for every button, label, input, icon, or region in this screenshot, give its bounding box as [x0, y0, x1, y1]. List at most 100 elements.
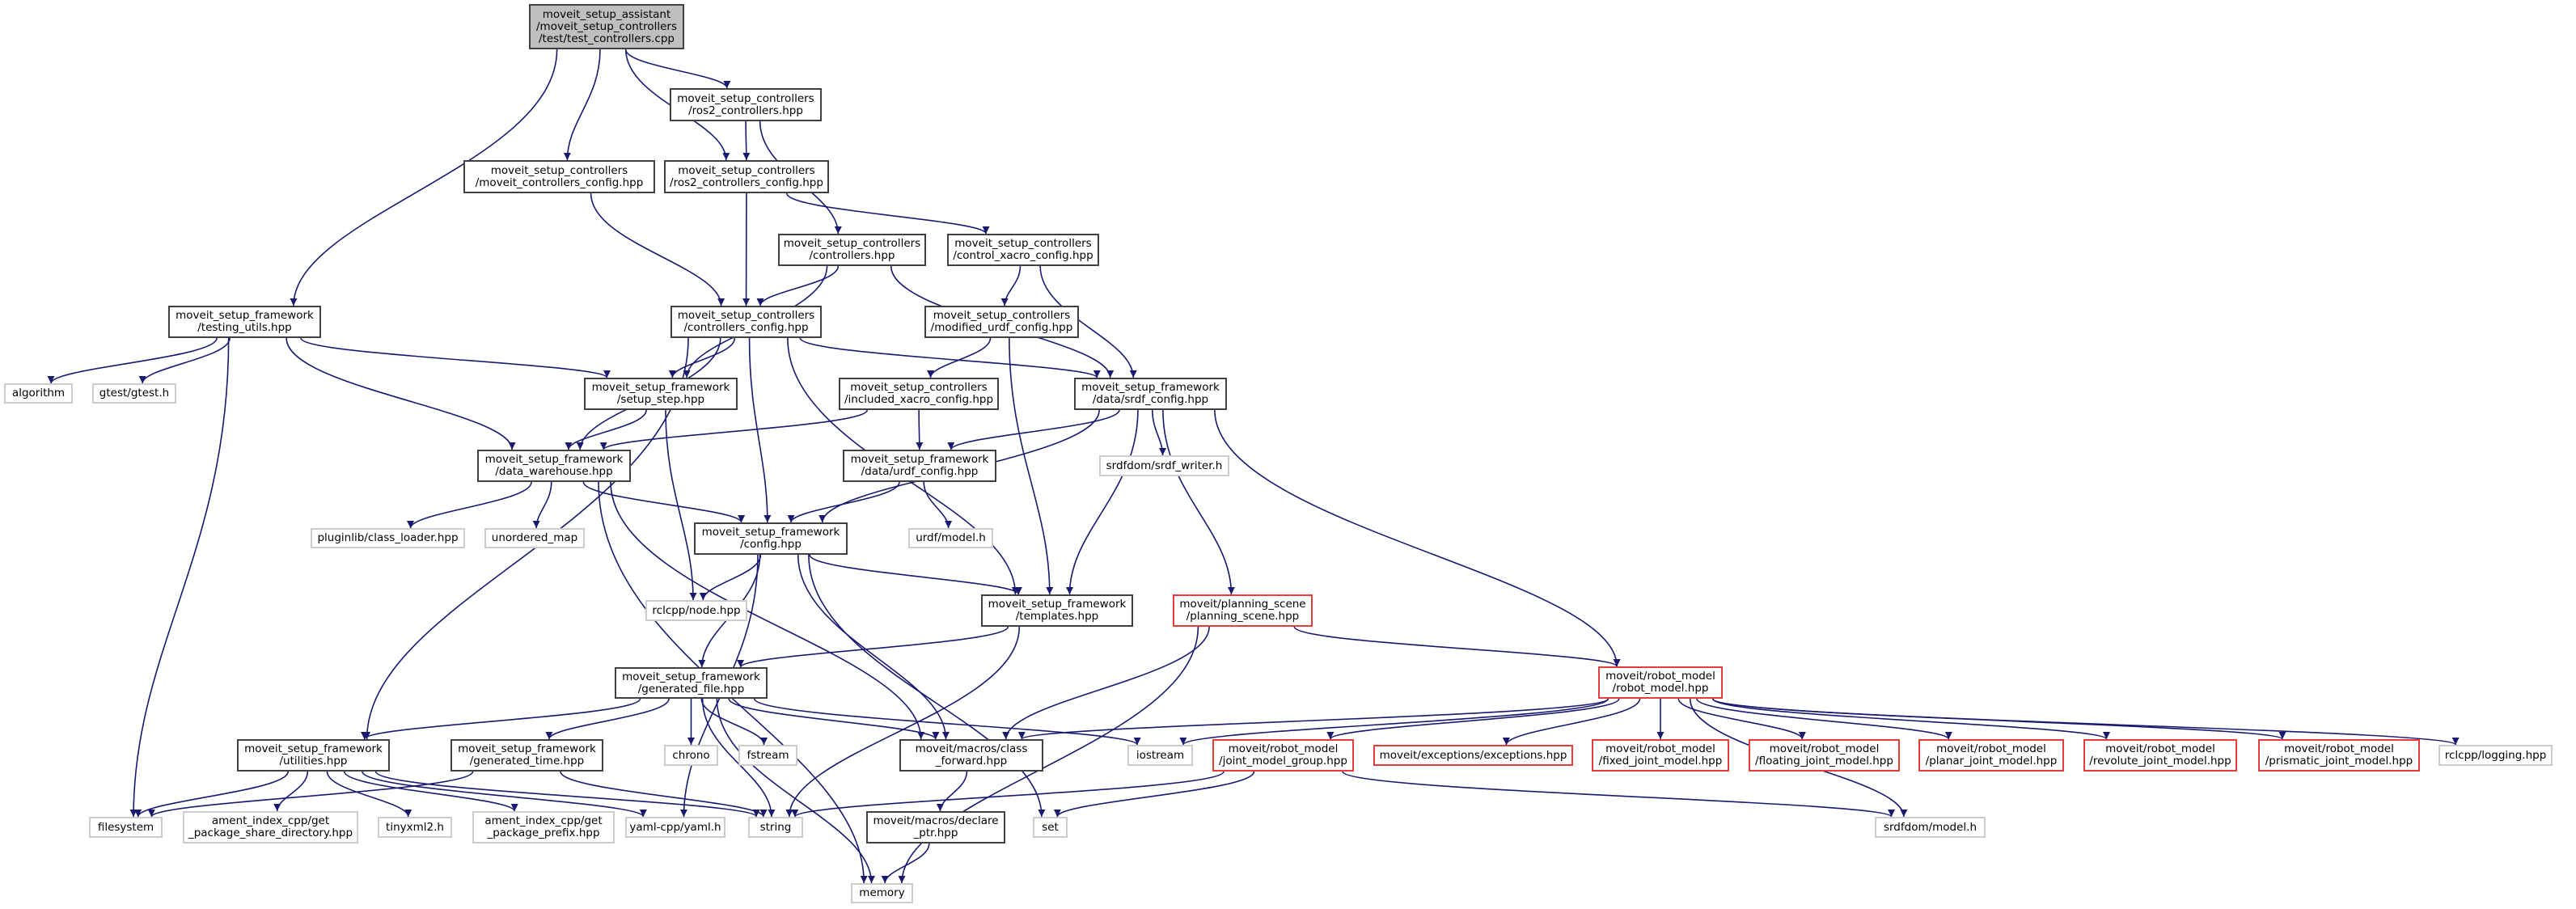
node-label-line: moveit_setup_framework: [458, 742, 596, 755]
node-string: string: [748, 817, 803, 838]
edge-robot-model-to-revolute-joint-model: [1711, 698, 2110, 740]
node-label-line: srdfdom/srdf_writer.h: [1106, 459, 1223, 472]
node-label-line: /moveit_setup_controllers: [536, 19, 677, 33]
node-label-line: moveit/exceptions/exceptions.hpp: [1379, 748, 1567, 762]
node-gtest: gtest/gtest.h: [92, 383, 176, 404]
node-label-line: filesystem: [97, 820, 154, 834]
node-unordered-map: unordered_map: [484, 528, 585, 548]
node-config[interactable]: moveit_setup_framework/config.hpp: [694, 522, 848, 555]
node-label-line: gtest/gtest.h: [99, 387, 170, 400]
node-label-line: /controllers.hpp: [809, 249, 895, 262]
node-filesystem: filesystem: [89, 817, 163, 838]
node-moveit-controllers-config[interactable]: moveit_setup_controllers/moveit_controll…: [463, 160, 655, 193]
node-label-line: urdf/model.h: [916, 531, 986, 544]
node-fstream: fstream: [738, 745, 797, 766]
node-ament-prefix: ament_index_cpp/get_package_prefix.hpp: [472, 811, 615, 843]
edge-urdf-config-to-urdf-model: [923, 481, 953, 529]
edge-utilities-to-yaml: [362, 771, 647, 818]
node-ros2-controllers-config[interactable]: moveit_setup_controllers/ros2_controller…: [664, 160, 829, 193]
node-revolute-joint-model[interactable]: moveit/robot_model/revolute_joint_model.…: [2083, 739, 2237, 772]
node-srdf-config[interactable]: moveit_setup_framework/data/srdf_config.…: [1074, 378, 1227, 410]
node-class-forward[interactable]: moveit/macros/class_forward.hpp: [899, 739, 1043, 772]
edge-robot-model-to-prismatic-joint-model: [1711, 698, 2286, 740]
node-utilities[interactable]: moveit_setup_framework/utilities.hpp: [237, 739, 390, 772]
node-label-line: moveit/macros/declare: [873, 814, 999, 827]
node-declare-ptr[interactable]: moveit/macros/declare_ptr.hpp: [866, 811, 1005, 843]
node-prismatic-joint-model[interactable]: moveit/robot_model/prismatic_joint_model…: [2258, 739, 2420, 772]
node-controllers-config[interactable]: moveit_setup_controllers/controllers_con…: [670, 306, 822, 338]
node-generated-time[interactable]: moveit_setup_framework/generated_time.hp…: [450, 739, 603, 772]
node-label-line: moveit/robot_model: [1769, 742, 1880, 755]
edge-robot-model-to-class-forward: [1018, 698, 1609, 740]
edge-generated-file-to-utilities: [361, 698, 641, 740]
node-rclcpp-logging: rclcpp/logging.hpp: [2439, 745, 2553, 766]
edge-robot-model-to-rclcpp-logging: [1711, 698, 2460, 746]
edge-generated-file-to-string: [701, 698, 776, 818]
node-label-line: /modified_urdf_config.hpp: [930, 321, 1073, 334]
edge-ros2-controllers-config-to-control-xacro-config: [786, 192, 990, 235]
edge-generated-file-to-generated-time: [545, 698, 670, 740]
node-label-line: /generated_time.hpp: [469, 755, 585, 767]
edge-generated-time-to-string: [560, 771, 768, 818]
edge-included-xacro-config-to-data-warehouse: [599, 409, 869, 450]
node-setup-step[interactable]: moveit_setup_framework/setup_step.hpp: [584, 378, 738, 410]
edge-generated-file-to-memory: [716, 698, 875, 884]
edge-robot-model-to-exceptions: [1502, 698, 1641, 746]
node-control-xacro-config[interactable]: moveit_setup_controllers/control_xacro_c…: [947, 234, 1099, 266]
node-label-line: /robot_model.hpp: [1612, 682, 1709, 695]
node-label-line: /floating_joint_model.hpp: [1755, 755, 1893, 767]
node-modified-urdf-config[interactable]: moveit_setup_controllers/modified_urdf_c…: [924, 306, 1079, 338]
node-algorithm: algorithm: [4, 383, 73, 404]
node-data-warehouse[interactable]: moveit_setup_framework/data_warehouse.hp…: [477, 450, 631, 482]
node-label-line: moveit/robot_model: [1605, 742, 1715, 755]
node-label-line: moveit/robot_model: [1228, 742, 1339, 755]
node-label-line: /config.hpp: [740, 538, 802, 551]
edge-testing-utils-to-gtest: [138, 337, 231, 384]
edge-robot-model-to-joint-model-group: [1326, 698, 1620, 740]
edge-setup-step-to-rclcpp-node: [665, 409, 697, 601]
edge-ros2-controllers-to-ros2-controllers-config: [742, 120, 751, 161]
node-root[interactable]: moveit_setup_assistant/moveit_setup_cont…: [529, 4, 684, 49]
edge-urdf-config-to-config: [787, 481, 900, 523]
node-robot-model[interactable]: moveit/robot_model/robot_model.hpp: [1598, 666, 1723, 699]
node-exceptions[interactable]: moveit/exceptions/exceptions.hpp: [1373, 745, 1573, 766]
edge-srdf-config-to-templates: [1066, 409, 1139, 595]
node-label-line: /moveit_controllers_config.hpp: [475, 175, 644, 189]
node-label-line: moveit_setup_framework: [484, 453, 624, 466]
node-label-line: moveit_setup_framework: [701, 526, 840, 539]
edge-control-xacro-config-to-srdf-config: [1039, 265, 1137, 378]
node-label-line: yaml-cpp/yaml.h: [629, 820, 721, 834]
node-label-line: /data/srdf_config.hpp: [1092, 393, 1209, 406]
node-label-line: moveit_setup_controllers: [677, 91, 814, 105]
node-label-line: moveit_setup_controllers: [783, 237, 921, 250]
node-label-line: rclcpp/logging.hpp: [2444, 748, 2547, 762]
edge-root-to-testing-utils: [290, 49, 558, 307]
edge-config-to-set: [808, 554, 1046, 818]
edge-generated-file-to-iostream: [754, 698, 1141, 746]
node-label-line: /generated_file.hpp: [637, 682, 745, 695]
node-testing-utils[interactable]: moveit_setup_framework/testing_utils.hpp: [168, 306, 321, 338]
node-label-line: moveit_setup_controllers: [850, 381, 988, 394]
node-joint-model-group[interactable]: moveit/robot_model/joint_model_group.hpp: [1212, 739, 1354, 772]
node-templates[interactable]: moveit_setup_framework/templates.hpp: [981, 594, 1133, 627]
edge-robot-model-to-floating-joint-model: [1677, 698, 1806, 740]
node-controllers[interactable]: moveit_setup_controllers/controllers.hpp: [778, 234, 926, 266]
node-urdf-config[interactable]: moveit_setup_framework/data/urdf_config.…: [843, 450, 996, 482]
node-label-line: /fixed_joint_model.hpp: [1598, 755, 1723, 767]
node-ros2-controllers[interactable]: moveit_setup_controllers/ros2_controller…: [670, 88, 822, 121]
node-label-line: ament_index_cpp/get: [211, 814, 330, 827]
edge-utilities-to-filesystem: [134, 771, 289, 818]
node-generated-file[interactable]: moveit_setup_framework/generated_file.hp…: [615, 667, 768, 699]
node-fixed-joint-model[interactable]: moveit/robot_model/fixed_joint_model.hpp: [1592, 739, 1729, 772]
node-label-line: /control_xacro_config.hpp: [953, 249, 1093, 262]
node-label-line: moveit_setup_controllers: [490, 163, 628, 177]
node-planning-scene[interactable]: moveit/planning_scene/planning_scene.hpp: [1173, 594, 1313, 627]
edge-srdf-config-to-planning-scene: [1162, 409, 1235, 595]
node-planar-joint-model[interactable]: moveit/robot_model/planar_joint_model.hp…: [1918, 739, 2064, 772]
node-included-xacro-config[interactable]: moveit_setup_controllers/included_xacro_…: [839, 378, 999, 410]
edge-generated-time-to-filesystem: [148, 771, 474, 818]
node-label-line: set: [1042, 820, 1059, 834]
node-floating-joint-model[interactable]: moveit/robot_model/floating_joint_model.…: [1749, 739, 1900, 772]
edge-utilities-to-ament-prefix: [344, 771, 518, 812]
